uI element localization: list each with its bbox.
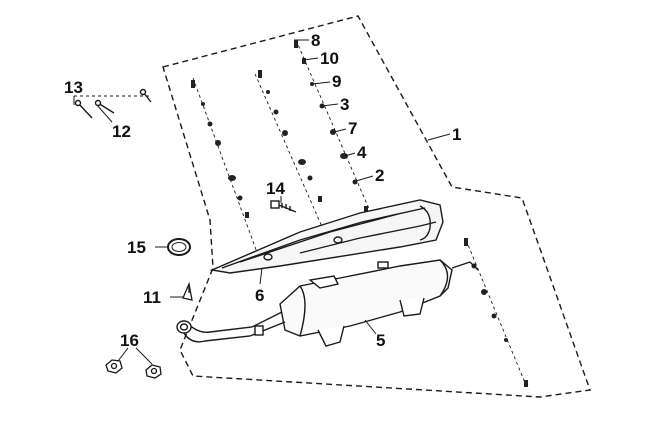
callout-13: 13: [64, 78, 83, 97]
muffler-5: [279, 259, 479, 347]
callout-labels: 1 2 3 4 5 6 7 8 9 10 11 12 13 14 15 16: [64, 31, 461, 350]
gasket-15: [167, 238, 191, 256]
callout-7: 7: [348, 119, 357, 138]
stud-11: [182, 281, 193, 301]
fastener-axis-lines: [74, 39, 529, 391]
fastener-stack-a: [191, 80, 249, 218]
exhaust-pipe: [176, 311, 286, 343]
callout-4: 4: [357, 143, 367, 162]
callout-9: 9: [332, 72, 341, 91]
callout-15: 15: [127, 238, 146, 257]
callout-2: 2: [375, 166, 384, 185]
bolts-12-13: [74, 88, 152, 119]
callout-14: 14: [266, 179, 285, 198]
callout-1: 1: [452, 125, 461, 144]
callout-10: 10: [320, 49, 339, 68]
nuts-16: [105, 359, 162, 379]
callout-3: 3: [340, 95, 349, 114]
callout-12: 12: [112, 122, 131, 141]
callout-11: 11: [143, 288, 161, 307]
callout-8: 8: [311, 31, 320, 50]
callout-6: 6: [255, 286, 264, 305]
callout-5: 5: [376, 331, 385, 350]
assembly-boundary: [162, 15, 591, 398]
heat-shield-6: [209, 199, 444, 274]
bolt-14: [270, 200, 297, 213]
callout-16: 16: [120, 331, 139, 350]
leader-lines: [73, 39, 451, 365]
fastener-stack-b: [258, 70, 322, 202]
